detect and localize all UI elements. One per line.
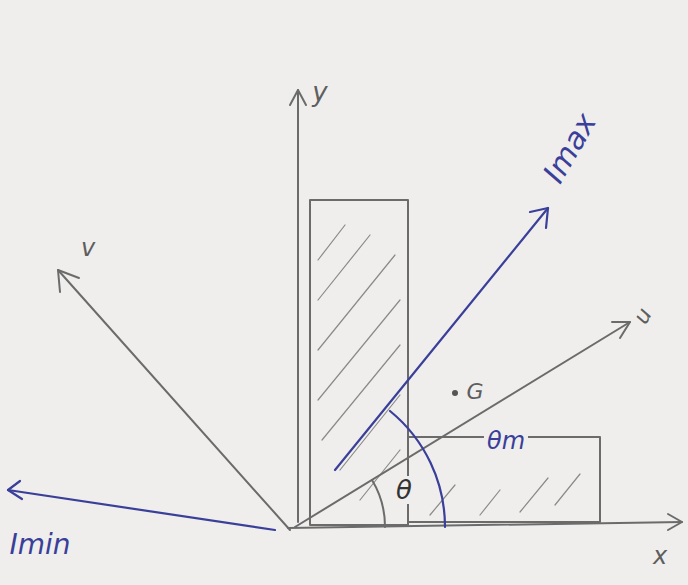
centroid-dot [452,390,458,396]
v-axis [58,270,290,530]
angle-arc [372,480,385,527]
principal-axis-label: Imax [536,105,604,190]
x-axis [288,522,682,528]
principal-axis-min [8,490,275,530]
axis-label: u [628,301,659,330]
axis-label: v [78,235,98,261]
y-axis [297,90,299,522]
hatching [318,225,580,515]
axis-label: x [650,543,670,569]
centroid-label: G [463,380,486,404]
axis-label: y [309,78,330,106]
u-axis [295,322,630,527]
angle-arc-principal [390,411,445,527]
principal-axis-max [335,208,548,470]
angle-label: θ [393,476,415,504]
angle-label: θm [484,428,528,454]
principal-axis-label: Imin [6,530,73,560]
